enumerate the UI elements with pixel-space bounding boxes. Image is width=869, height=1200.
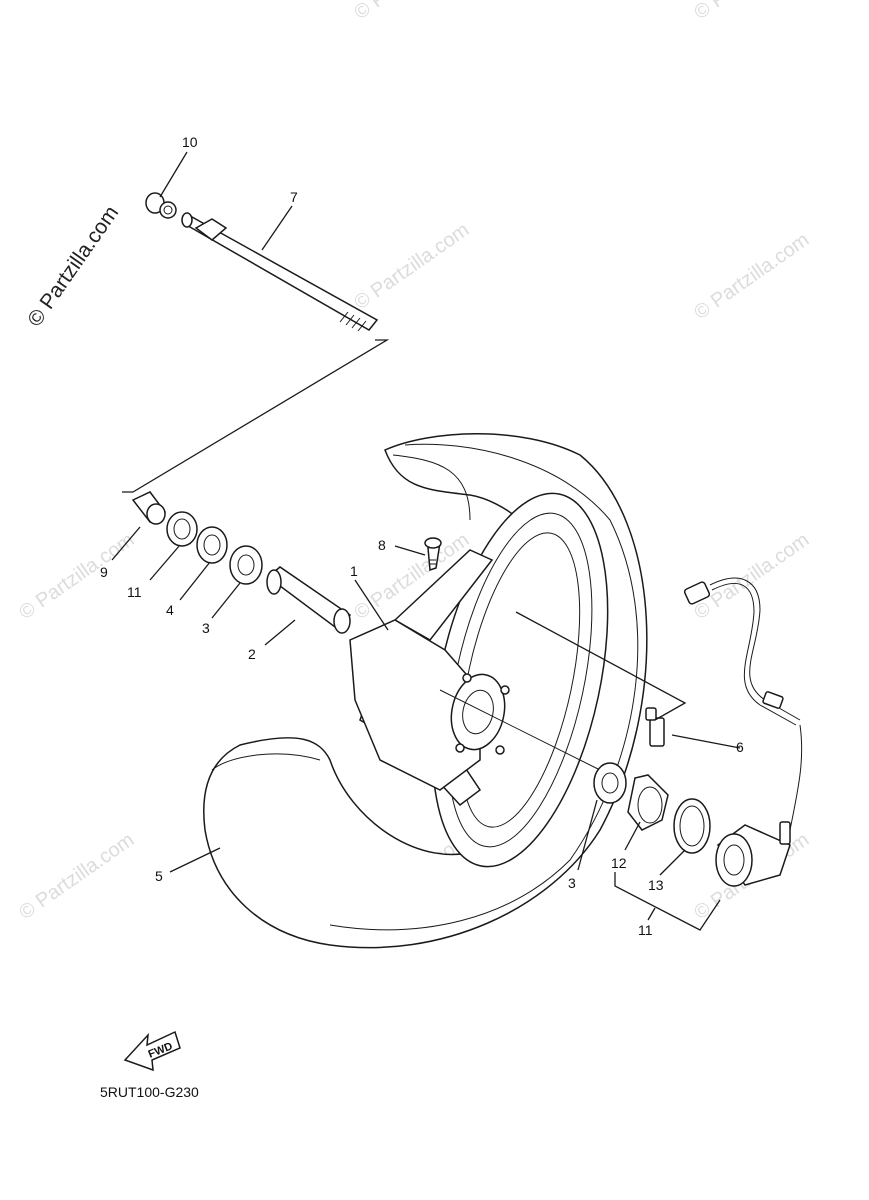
meter-clutch-part (627, 774, 669, 831)
watermark: © Partzilla.com (15, 829, 138, 924)
fwd-arrow-icon: FWD (123, 1030, 181, 1072)
speedometer-gear-part (715, 824, 791, 887)
axle-nut-part (145, 192, 177, 219)
bracket-12-stem (647, 907, 656, 921)
axis-line (439, 689, 601, 771)
axle-part (181, 212, 379, 332)
callout-numbers: 10 7 1 8 2 3 4 11 9 5 3 6 12 13 11 (100, 134, 744, 938)
cast-wheel-part (349, 492, 609, 868)
watermark-dark: © Partzilla.com (23, 202, 123, 331)
watermark: © Partzilla.com (690, 229, 813, 324)
callout-14: 13 (648, 877, 664, 893)
callout-10: 11 (127, 584, 142, 600)
collar-part (131, 491, 167, 525)
callout-6: 8 (378, 537, 386, 553)
balance-weight-part (645, 707, 665, 747)
callout-4: 4 (166, 602, 174, 618)
speedometer-cable-part (683, 577, 803, 845)
bearing-3-left-part (229, 545, 263, 585)
callout-3-right: 3 (568, 875, 576, 891)
callout-2: 2 (248, 646, 256, 662)
callout-11: 10 (182, 134, 198, 150)
watermark: © Partzilla.com (690, 529, 813, 624)
callout-5: 5 (155, 868, 163, 884)
bearing-4-part (196, 526, 228, 564)
bearing-3-right-part (593, 762, 627, 804)
callout-7: 6 (736, 739, 744, 755)
oil-seal-part (166, 511, 198, 547)
balance-weight-leader (515, 611, 687, 721)
callout-12: 11 (638, 922, 653, 938)
valve-part (424, 537, 442, 572)
callout-3: 3 (202, 620, 210, 636)
callout-13: 12 (611, 855, 627, 871)
watermark: © Partzilla.com (350, 219, 473, 314)
diagram-code: 5RUT100-G230 (100, 1084, 199, 1100)
watermark: © Partzilla.com (350, 0, 473, 24)
axle-leader-bracket (122, 339, 390, 493)
callout-leaders (111, 151, 741, 876)
seal-ring-part (673, 798, 711, 854)
spacer-part (266, 566, 352, 634)
callout-9: 9 (100, 564, 108, 580)
watermark: © Partzilla.com (15, 529, 138, 624)
watermark: © Partzilla.com (690, 0, 813, 24)
callout-8: 7 (290, 189, 298, 205)
callout-1: 1 (350, 563, 358, 579)
gear-unit-bracket (614, 872, 721, 931)
